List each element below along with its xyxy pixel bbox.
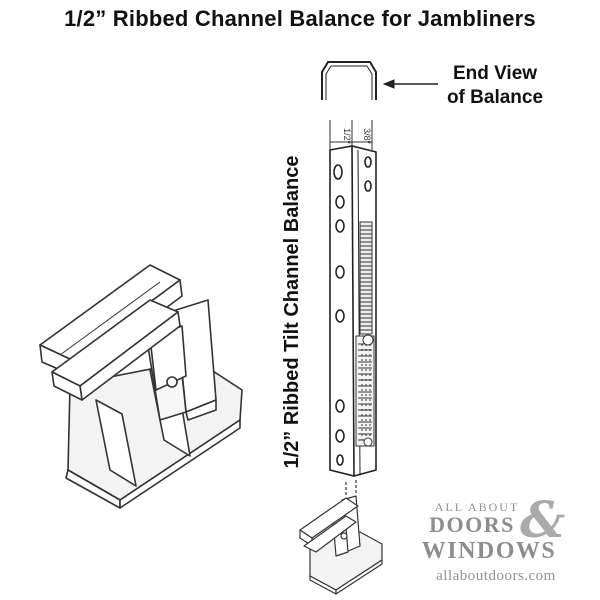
end-view-label-line1: End View bbox=[452, 63, 538, 84]
end-view-profile bbox=[321, 61, 377, 100]
block-and-tackle bbox=[355, 334, 375, 447]
end-view-label: End View of Balance bbox=[420, 62, 570, 110]
dimension-right-label: 3/8″ bbox=[362, 128, 372, 145]
vertical-balance-label: 1/2” Ribbed Tilt Channel Balance bbox=[281, 155, 303, 469]
logo-ampersand: & bbox=[520, 490, 566, 549]
brand-logo: ALL ABOUT DOORS & WINDOWS allaboutdoors.… bbox=[412, 490, 592, 592]
logo-line-windows: WINDOWS bbox=[421, 538, 557, 564]
end-view-arrow bbox=[382, 79, 438, 89]
logo-line-doors: DOORS bbox=[429, 512, 515, 537]
diagram-title: 1/2” Ribbed Channel Balance for Jambline… bbox=[64, 6, 536, 31]
spring-coil bbox=[359, 221, 373, 335]
pivot-shoe-small bbox=[299, 480, 383, 595]
dimension-marks bbox=[329, 120, 373, 150]
dimension-left-label: 1/2″ bbox=[342, 128, 352, 145]
logo-url: allaboutdoors.com bbox=[436, 568, 556, 584]
pivot-shoe-large bbox=[39, 264, 243, 509]
logo-line-all-about: ALL ABOUT bbox=[434, 500, 520, 514]
end-view-label-line2: of Balance bbox=[446, 87, 544, 108]
